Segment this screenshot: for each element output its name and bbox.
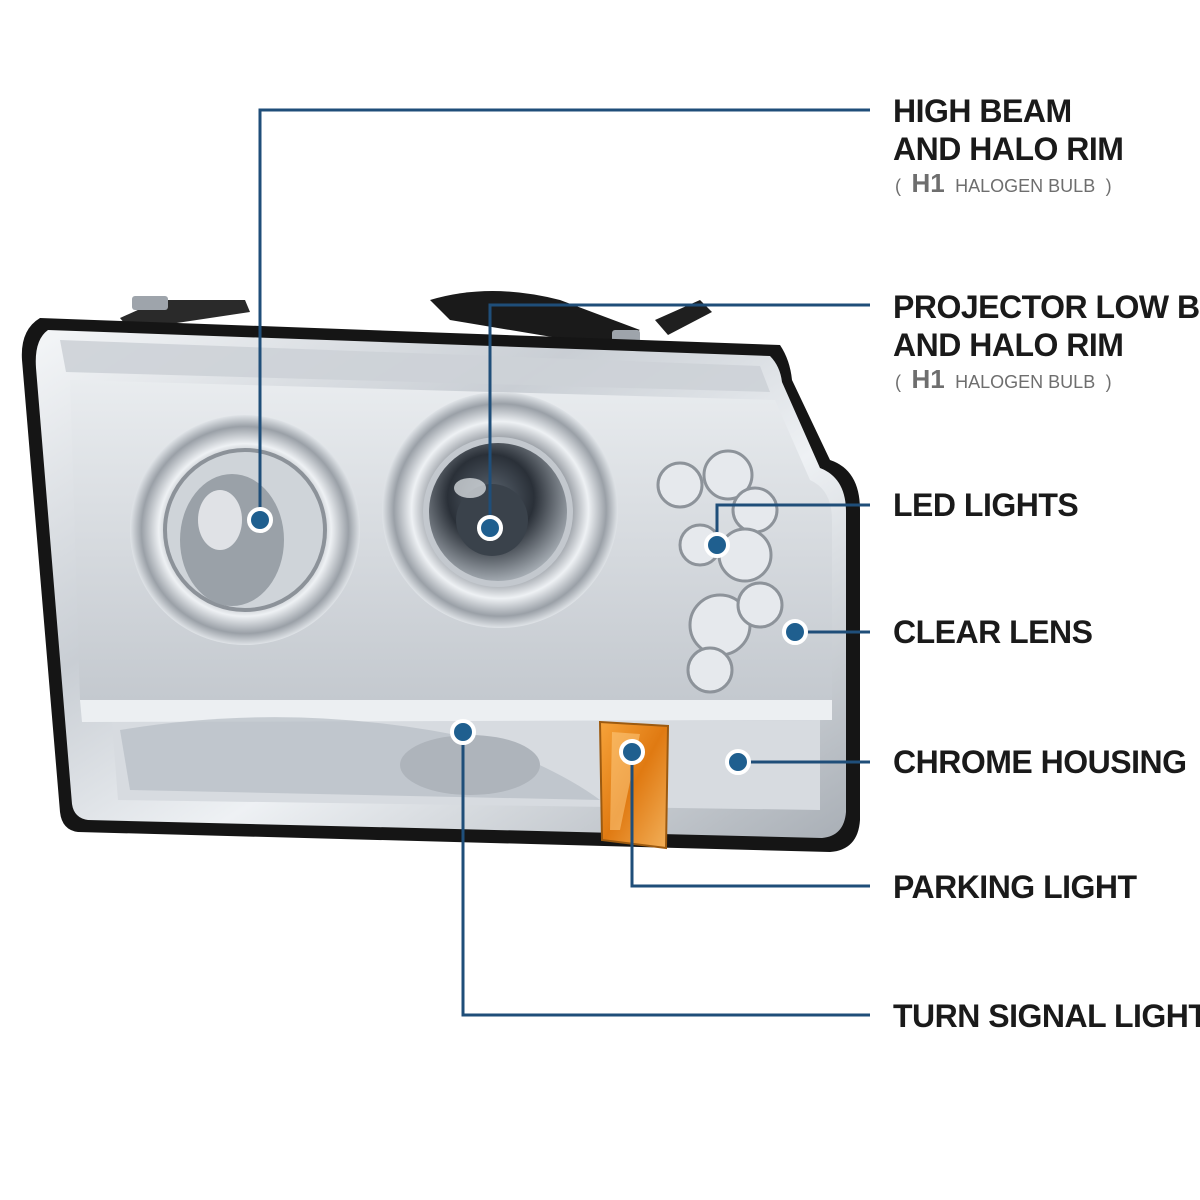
callout-dot-led — [704, 532, 730, 558]
sub-open: ( — [895, 176, 901, 196]
callout-dot-high-beam — [247, 507, 273, 533]
bolt — [655, 300, 712, 335]
label-projector-sub: ( H1 HALOGEN BULB ) — [895, 364, 1112, 394]
label-parking-light: PARKING LIGHT — [893, 869, 1138, 905]
label-turn-signal-light: TURN SIGNAL LIGHT — [893, 998, 1200, 1034]
sub-close: ) — [1106, 176, 1112, 196]
sub-close: ) — [1106, 372, 1112, 392]
label-high-beam-line2: AND HALO RIM — [893, 131, 1123, 167]
callout-line-parking — [630, 752, 870, 888]
callout-dot-chrome-housing — [725, 749, 751, 775]
lower-bar — [80, 700, 832, 722]
callout-line-projector — [488, 303, 870, 528]
callout-lines — [258, 108, 870, 1017]
headlight-illustration — [21, 291, 861, 852]
callout-labels: HIGH BEAM AND HALO RIM ( H1 HALOGEN BULB… — [893, 93, 1200, 1034]
sub-strong: H1 — [911, 364, 944, 394]
label-high-beam-sub: ( H1 HALOGEN BULB ) — [895, 168, 1112, 198]
callout-line-turn-signal — [461, 732, 870, 1017]
callout-dot-turn-signal — [450, 719, 476, 745]
projector-highlight — [454, 478, 486, 498]
high-beam-highlight — [198, 490, 242, 550]
callout-line-led — [715, 503, 870, 545]
sub-rest: HALOGEN BULB — [955, 176, 1095, 196]
callout-dots — [247, 507, 808, 775]
callout-dot-projector — [477, 515, 503, 541]
label-clear-lens: CLEAR LENS — [893, 614, 1093, 650]
label-projector-line2: AND HALO RIM — [893, 327, 1123, 363]
label-chrome-housing: CHROME HOUSING — [893, 744, 1186, 780]
lower-lamp — [400, 735, 540, 795]
label-high-beam-line1: HIGH BEAM — [893, 93, 1072, 129]
callout-dot-parking — [619, 739, 645, 765]
mount-clip-left — [132, 296, 168, 310]
callout-line-high-beam — [258, 108, 870, 520]
callout-dot-clear-lens — [782, 619, 808, 645]
led-cluster — [656, 449, 784, 694]
rear-housing — [430, 291, 640, 345]
top-lens-band — [60, 340, 770, 392]
sub-rest: HALOGEN BULB — [955, 372, 1095, 392]
sub-open: ( — [895, 372, 901, 392]
sub-strong: H1 — [911, 168, 944, 198]
label-led-lights: LED LIGHTS — [893, 487, 1078, 523]
label-projector-line1: PROJECTOR LOW BEAM — [893, 289, 1200, 325]
